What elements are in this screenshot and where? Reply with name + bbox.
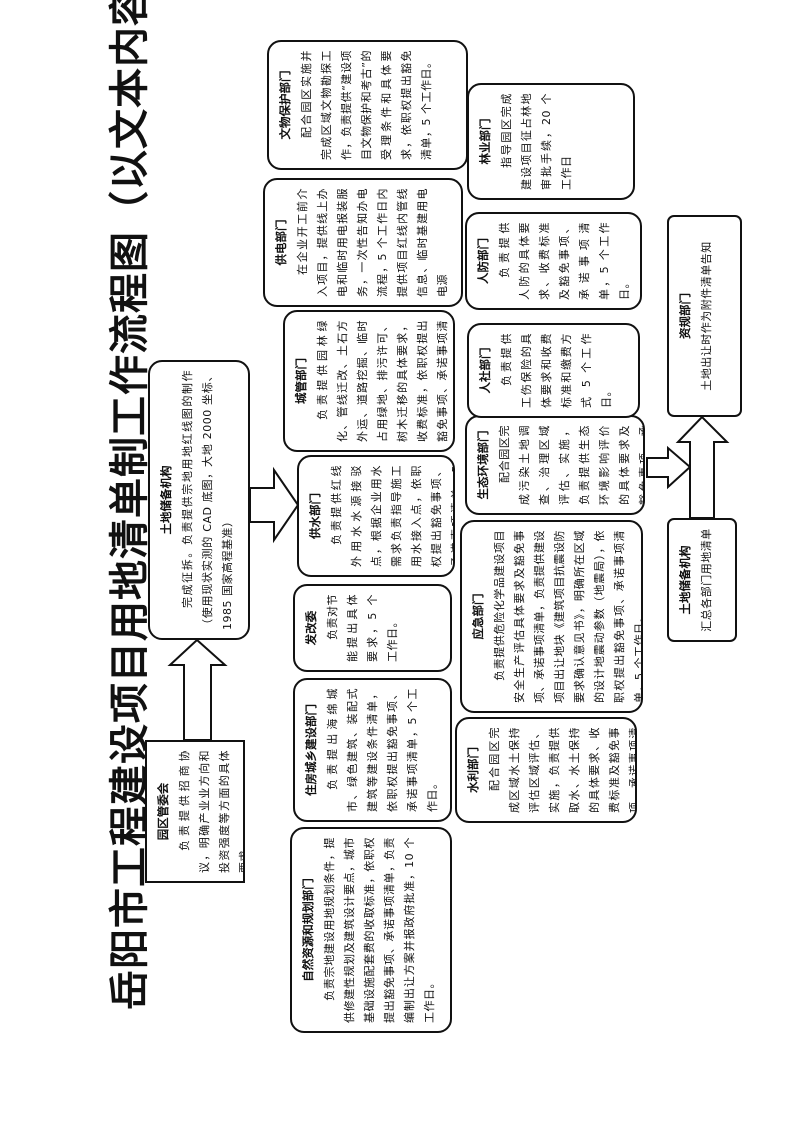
box-title: 生态环境部门: [476, 430, 490, 500]
box-emergency: 应急部门 负责提供危险化学品建设项目安全生产评估具体要求及豁免事项、承诺事项清单…: [460, 520, 643, 713]
box-title: 供水部门: [308, 493, 322, 539]
box-title: 发改委: [304, 610, 318, 646]
box-cultural-relics: 文物保护部门 配合园区实施并完成区域文物勘探工作，负责提供“建设项目文物保护和考…: [267, 40, 468, 170]
arrow-tudi-to-zigui: [675, 415, 730, 519]
box-land-reserve: 土地储备机构 完成征拆。负责提供宗地用地红线图的制作（使用现状实测的 CAD 底…: [148, 360, 250, 640]
box-title: 应急部门: [471, 593, 485, 640]
arrow-yuanqu-to-tudi: [167, 638, 228, 741]
box-body: 负责提出海绵城市、绿色建筑、装配式建筑等建设条件清单，依职权提出豁免事项、承诺事…: [326, 688, 439, 812]
box-power-supply: 供电部门 在企业开工前介入项目，提供线上办电和临时用电报装服务，一次性告知办电流…: [263, 178, 463, 307]
box-forestry: 林业部门 指导园区完成建设项目征占林地审批手续，20 个工作日: [467, 83, 635, 200]
box-body: 完成征拆。负责提供宗地用地红线图的制作（使用现状实测的 CAD 底图，大地 20…: [181, 370, 234, 630]
box-natural-resources: 自然资源和规划部门 负责宗地建设用地规划条件，提供修建性规划及建筑设计要点，城市…: [290, 827, 452, 1033]
box-body: 负责提供工伤保险的具体要求和收费标准和缴费方式 5 个工作日。: [500, 333, 613, 408]
box-land-reserve-summary: 土地储备机构 汇总各部门用地清单: [667, 518, 737, 642]
box-body: 配合园区完成污染土地调查、治理区域评估、实施，负责提供生态环境影响评价的具体要求…: [498, 425, 645, 505]
box-title: 供电部门: [274, 219, 288, 266]
box-body: 负责宗地建设用地规划条件，提供修建性规划及建筑设计要点，城市基础设施配套费的收取…: [323, 837, 436, 1023]
box-title: 园区管委会: [156, 782, 170, 841]
box-natural-resources-planning-final: 资规部门 土地出让时作为附件清单告知: [667, 215, 742, 417]
box-water-supply: 供水部门 负责提供红线外用水水源接驳点，根据企业用水需求负责指导施工用水接入点，…: [297, 455, 455, 577]
arrow-tudi-to-departments: [249, 466, 300, 544]
box-title: 资规部门: [678, 293, 692, 339]
box-ecology-environment: 生态环境部门 配合园区完成污染土地调查、治理区域评估、实施，负责提供生态环境影响…: [465, 415, 645, 515]
box-title: 人防部门: [476, 238, 490, 284]
box-body: 指导园区完成建设项目征占林地审批手续，20 个工作日: [500, 93, 573, 190]
box-body: 在企业开工前介入项目，提供线上办电和临时用电报装服务，一次性告知办电流程，5 个…: [296, 188, 449, 297]
box-title: 文物保护部门: [278, 70, 292, 140]
box-urban-management: 城管部门 负责提供园林绿化、管线迁改、土石方外运、道路挖掘、临时占用绿地、排污许…: [283, 310, 455, 452]
box-development-reform: 发改委 负责对节能提出具体要求，5 个工作日。: [293, 584, 452, 672]
box-body: 汇总各部门用地清单: [700, 528, 713, 632]
box-human-resources: 人社部门 负责提供工伤保险的具体要求和收费标准和缴费方式 5 个工作日。: [467, 323, 640, 418]
box-title: 土地储备机构: [159, 465, 173, 535]
box-body: 土地出让时作为附件清单告知: [700, 241, 713, 391]
box-body: 负责提供招商协议，明确产业业方向和投资强度等方面的具体要求: [178, 750, 245, 873]
box-body: 配合园区实施并完成区域文物勘探工作，负责提供“建设项目文物保护和考古”的受理条件…: [300, 50, 433, 160]
box-title: 城管部门: [294, 358, 308, 404]
box-body: 负责提供人防的具体要求、收费标准及豁免事项、承诺事项清单，5 个工作日。: [498, 222, 631, 300]
box-body: 配合园区完成区域水土保持评估区域评估、实施，负责提供取水、水土保持的具体要求、收…: [488, 727, 637, 813]
box-title: 人社部门: [478, 347, 492, 394]
box-park-committee: 园区管委会 负责提供招商协议，明确产业业方向和投资强度等方面的具体要求: [145, 740, 245, 883]
box-title: 住房城乡建设部门: [304, 704, 318, 796]
arrow-shengtai-to-flow: [646, 445, 692, 490]
box-housing-construction: 住房城乡建设部门 负责提出海绵城市、绿色建筑、装配式建筑等建设条件清单，依职权提…: [293, 678, 452, 822]
box-body: 负责对节能提出具体要求，5 个工作日。: [326, 594, 399, 662]
box-body: 负责提供园林绿化、管线迁改、土石方外运、道路挖掘、临时占用绿地、排污许可、树木迁…: [316, 320, 449, 442]
box-body: 负责提供危险化学品建设项目安全生产评估具体要求及豁免事项、承诺事项清单，负责提供…: [493, 530, 643, 703]
box-civil-defense: 人防部门 负责提供人防的具体要求、收费标准及豁免事项、承诺事项清单，5 个工作日…: [465, 212, 642, 310]
box-title: 土地储备机构: [678, 545, 692, 615]
box-title: 自然资源和规划部门: [301, 878, 315, 982]
box-title: 水利部门: [466, 747, 480, 793]
box-water-resources: 水利部门 配合园区完成区域水土保持评估区域评估、实施，负责提供取水、水土保持的具…: [455, 717, 637, 823]
box-title: 林业部门: [478, 118, 492, 165]
box-body: 负责提供红线外用水水源接驳点，根据企业用水需求负责指导施工用水接入点，依职权提出…: [330, 465, 455, 567]
